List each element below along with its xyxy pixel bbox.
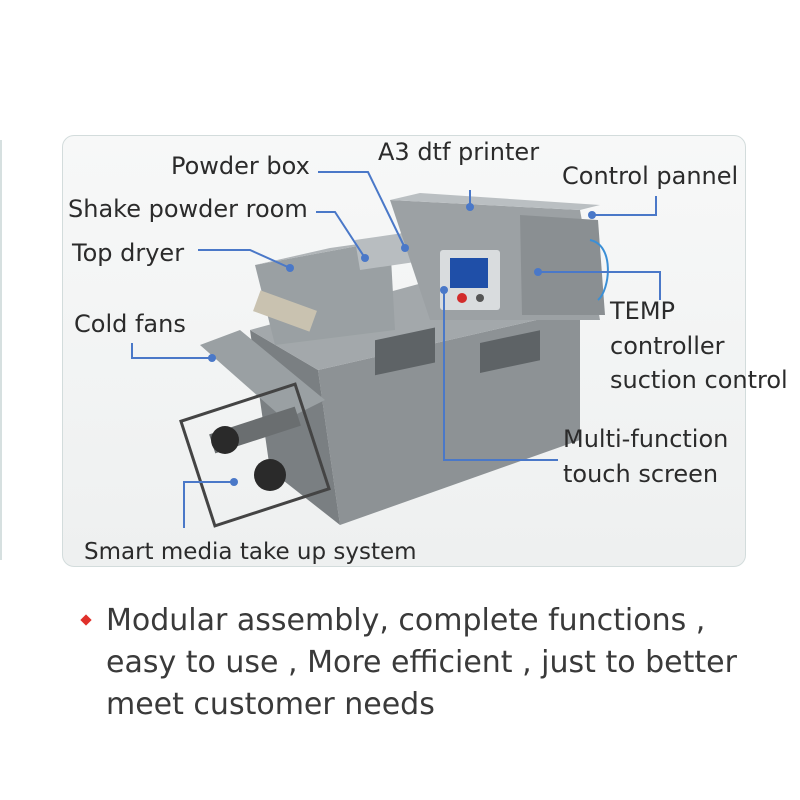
feature-bullet-text: Modular assembly, complete functions , e…: [106, 603, 737, 722]
printer-top: [390, 193, 600, 210]
line-media-system: [183, 481, 234, 528]
power-button: [476, 294, 484, 302]
ink-tubes: [589, 239, 609, 301]
dot-temp-controller: [534, 268, 542, 276]
label-shake-powder-room: Shake powder room: [68, 195, 308, 223]
line-temp-controller: [538, 271, 661, 300]
take-up-motor: [254, 459, 286, 491]
line-control-pannel: [592, 196, 657, 216]
previous-slide-edge: [0, 140, 2, 560]
cold-fan-box: [200, 330, 325, 420]
take-up-frame: [179, 382, 331, 528]
line-powder-box: [318, 171, 406, 249]
control-side-box: [520, 215, 605, 315]
vent-grille-right: [480, 330, 540, 373]
label-control-pannel: Control pannel: [562, 162, 739, 190]
powder-box-shape: [355, 232, 415, 270]
label-media-system: Smart media take up system: [84, 539, 417, 565]
feature-bullet: Modular assembly, complete functions , e…: [80, 600, 762, 726]
label-touch-line2: touch screen: [563, 460, 719, 488]
line-top-dryer: [198, 249, 291, 269]
dot-touch-screen: [440, 286, 448, 294]
label-temp-line3: suction control: [610, 366, 788, 394]
vent-grille-left: [375, 327, 435, 376]
take-up-wheel: [211, 426, 239, 454]
emergency-button: [457, 293, 467, 303]
label-powder-box: Powder box: [171, 152, 310, 180]
dot-top-dryer: [286, 264, 294, 272]
label-top-dryer: Top dryer: [72, 239, 185, 267]
dot-powder-box: [401, 244, 409, 252]
label-a3-printer: A3 dtf printer: [378, 138, 540, 166]
feature-bullet-list: Modular assembly, complete functions , e…: [80, 600, 762, 726]
label-temp-line2: controller: [610, 332, 725, 360]
dot-media-system: [230, 478, 238, 486]
line-cold-fans: [131, 343, 212, 359]
dot-shake-powder-room: [361, 254, 369, 262]
label-cold-fans: Cold fans: [74, 310, 186, 338]
label-touch-line1: Multi-function: [563, 425, 729, 453]
red-diamond-icon: [80, 614, 92, 626]
dot-cold-fans: [208, 354, 216, 362]
label-temp-line1: TEMP: [610, 297, 676, 325]
dot-control-pannel: [588, 211, 596, 219]
line-shake-powder-room: [316, 211, 366, 259]
line-touch-screen: [443, 290, 558, 461]
dot-a3-printer: [466, 203, 474, 211]
dryer-roller: [253, 290, 317, 332]
touch-screen-display: [450, 258, 488, 288]
